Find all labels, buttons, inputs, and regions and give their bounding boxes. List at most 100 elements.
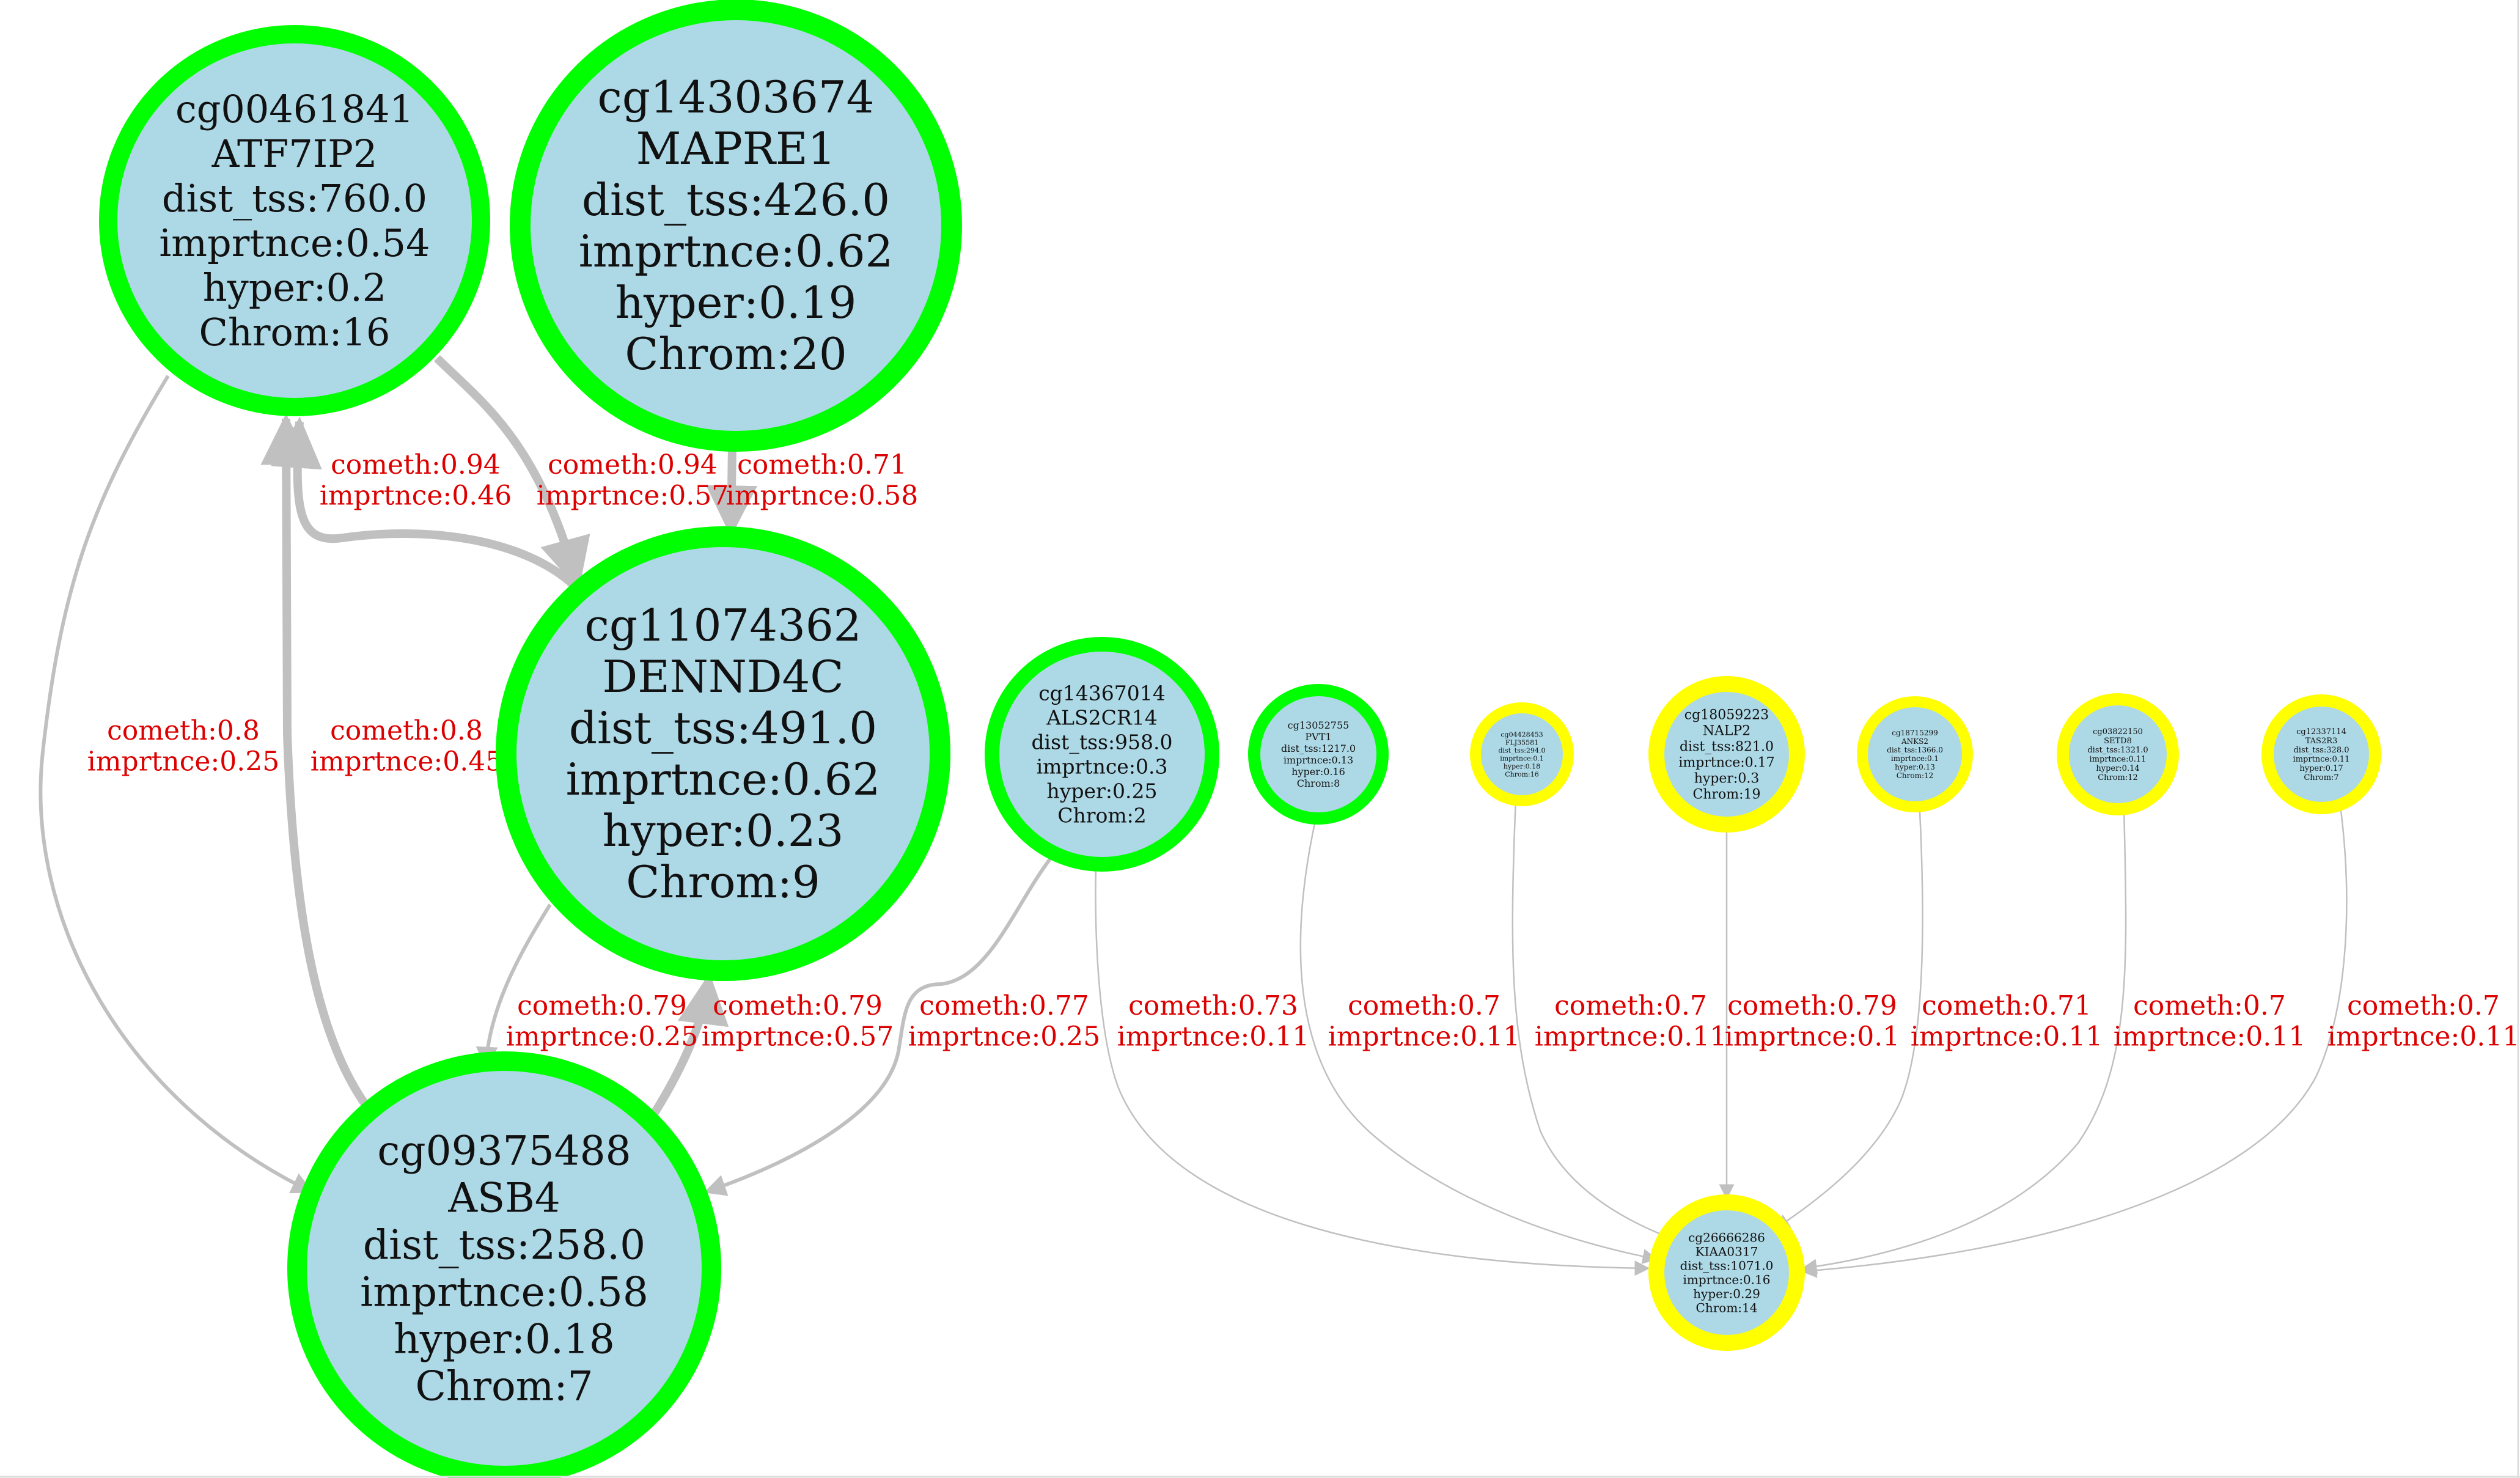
edge-cometh-value: cometh:0.94 — [331, 449, 501, 480]
edge-cometh-value: cometh:0.71 — [1922, 990, 2092, 1021]
node-importance: imprtnce:0.11 — [2293, 755, 2350, 764]
node-gene: MAPRE1 — [636, 123, 836, 174]
node-dist-tss: dist_tss:958.0 — [1031, 730, 1172, 755]
edge-n5-to-n12 — [1095, 862, 1650, 1276]
node-dist-tss: dist_tss:491.0 — [569, 702, 877, 754]
node-circle — [1648, 676, 1805, 833]
node-probe-id: cg26666286 — [1688, 1230, 1765, 1245]
node-probe-id: cg11074362 — [585, 600, 862, 651]
node-circle — [1248, 684, 1389, 825]
node-gene: PVT1 — [1305, 731, 1331, 743]
edge-cometh-value: cometh:0.77 — [919, 990, 1089, 1021]
node-hyper: hyper:0.23 — [603, 805, 844, 856]
node-hyper: hyper:0.2 — [203, 265, 386, 310]
edge-n3-to-n4 — [476, 903, 552, 1069]
node-hyper: hyper:0.14 — [2096, 764, 2139, 773]
edge-n4-to-n1 — [260, 413, 370, 1109]
node-dist-tss: dist_tss:1217.0 — [1281, 743, 1356, 754]
edge-n11-to-n12 — [1801, 805, 2348, 1278]
node-hyper: hyper:0.25 — [1047, 779, 1158, 803]
node-circle — [1648, 1194, 1805, 1351]
node-probe-id: cg04428453 — [1501, 730, 1543, 738]
node-gene: SETD8 — [2104, 737, 2132, 746]
edge-importance-value: imprtnce:0.11 — [1535, 1021, 1727, 1053]
node-probe-id: cg03822150 — [2093, 727, 2143, 737]
node-circle — [1470, 702, 1574, 806]
edge-importance-value: imprtnce:0.25 — [506, 1021, 699, 1053]
node-chrom: Chrom:9 — [626, 856, 820, 908]
node-dist-tss: dist_tss:328.0 — [2293, 746, 2349, 755]
node-probe-id: cg14303674 — [598, 72, 875, 123]
node-circle — [985, 637, 1219, 872]
edge-cometh-value: cometh:0.8 — [330, 715, 483, 746]
edge-cometh-value: cometh:0.7 — [1348, 990, 1501, 1021]
edge-importance-value: imprtnce:0.11 — [2327, 1021, 2520, 1053]
node-circle — [2057, 693, 2179, 815]
edge-importance-value: imprtnce:0.11 — [1117, 1021, 1310, 1053]
node-importance: imprtnce:0.1 — [1500, 754, 1544, 762]
edge-importance-value: imprtnce:0.25 — [87, 746, 280, 778]
node-importance: imprtnce:0.17 — [1678, 756, 1774, 771]
node-hyper: hyper:0.18 — [1504, 762, 1540, 770]
node-chrom: Chrom:19 — [1692, 787, 1760, 803]
node-gene: TAS2R3 — [2305, 737, 2338, 746]
edge-n3-to-n1 — [271, 416, 590, 602]
node-chrom: Chrom:20 — [625, 328, 847, 380]
node-probe-id: cg13052755 — [1288, 719, 1350, 731]
node-circle — [496, 526, 950, 981]
edge-importance-value: imprtnce:0.1 — [1725, 1021, 1900, 1053]
node-circle — [510, 0, 962, 452]
node-dist-tss: dist_tss:426.0 — [582, 174, 890, 226]
node-circle — [1857, 696, 1973, 812]
node-gene: KIAA0317 — [1695, 1245, 1758, 1259]
node-probe-id: cg12337114 — [2296, 727, 2346, 737]
node-probe-id: cg00461841 — [175, 87, 414, 131]
node-hyper: hyper:0.29 — [1693, 1287, 1760, 1301]
node-chrom: Chrom:2 — [1057, 804, 1147, 828]
edge-n7-to-n12 — [1512, 798, 1680, 1243]
node-chrom: Chrom:8 — [1297, 778, 1340, 789]
edge-cometh-value: cometh:0.94 — [548, 449, 718, 480]
node-hyper: hyper:0.18 — [394, 1316, 615, 1363]
node-importance: imprtnce:0.58 — [360, 1269, 648, 1316]
node-gene: NALP2 — [1703, 724, 1751, 739]
edge-n4-to-n3 — [645, 972, 729, 1124]
node-importance: imprtnce:0.54 — [159, 221, 430, 265]
edges-layer — [39, 355, 2348, 1278]
edge-importance-value: imprtnce:0.57 — [537, 480, 729, 512]
edge-importance-value: imprtnce:0.46 — [320, 480, 512, 512]
edge-importance-value: imprtnce:0.57 — [702, 1021, 894, 1053]
